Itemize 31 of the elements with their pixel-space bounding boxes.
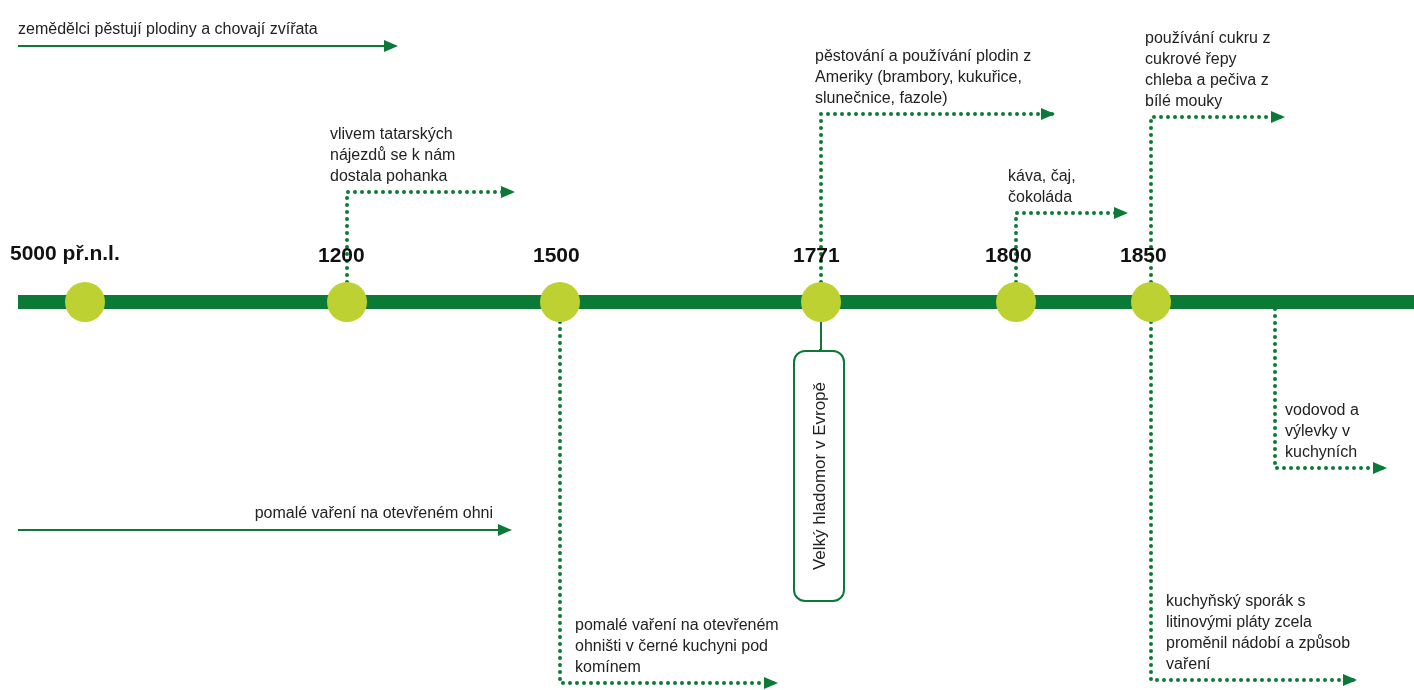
year-label: 1800 xyxy=(985,244,1032,265)
timeline-dot xyxy=(540,282,580,322)
event-box xyxy=(793,350,845,602)
timeline-dot xyxy=(327,282,367,322)
dotted-arrow xyxy=(1014,207,1130,284)
dotted-arrow xyxy=(1149,320,1359,686)
dotted-arrow xyxy=(558,320,780,689)
year-label: 1500 xyxy=(533,244,580,265)
connector-line xyxy=(818,321,822,351)
year-label: 1771 xyxy=(793,244,840,265)
event-text: vodovod a výlevky v kuchyních xyxy=(1285,400,1360,462)
timeline-dot xyxy=(1131,282,1171,322)
year-label: 5000 př.n.l. xyxy=(10,242,120,263)
dotted-arrow xyxy=(819,108,1057,284)
event-text: Velký hladomor v Evropě xyxy=(808,381,830,570)
timeline-dot xyxy=(801,282,841,322)
year-label: 1850 xyxy=(1120,244,1167,265)
event-text: chleba a pečiva z bílé mouky xyxy=(1145,70,1270,111)
dotted-arrow xyxy=(1149,111,1287,284)
event-text: vlivem tatarských nájezdů se k nám dostala pohanka xyxy=(330,124,457,186)
timeline-dot xyxy=(65,282,105,322)
event-text: káva, čaj, čokoláda xyxy=(1008,166,1077,207)
event-text: kuchyňský sporák s litinovými pláty zcela proměnil nádobí a způsob vaření xyxy=(1166,591,1352,674)
timeline-dot xyxy=(996,282,1036,322)
event-text: pomalé vaření na otevřeném ohništi v černé kuchyni pod komínem xyxy=(575,615,780,677)
dotted-arrow xyxy=(1273,307,1389,474)
event-text: pěstování a používání plodin z Ameriky (brambory, kukuřice, slunečnice, fazole) xyxy=(815,46,1033,108)
dotted-arrow xyxy=(345,186,517,284)
period-text: zemědělci pěstují plodiny a chovají zvířata xyxy=(18,19,318,39)
period-text: pomalé vaření na otevřeném ohni xyxy=(254,503,493,523)
year-label: 1200 xyxy=(318,244,365,265)
